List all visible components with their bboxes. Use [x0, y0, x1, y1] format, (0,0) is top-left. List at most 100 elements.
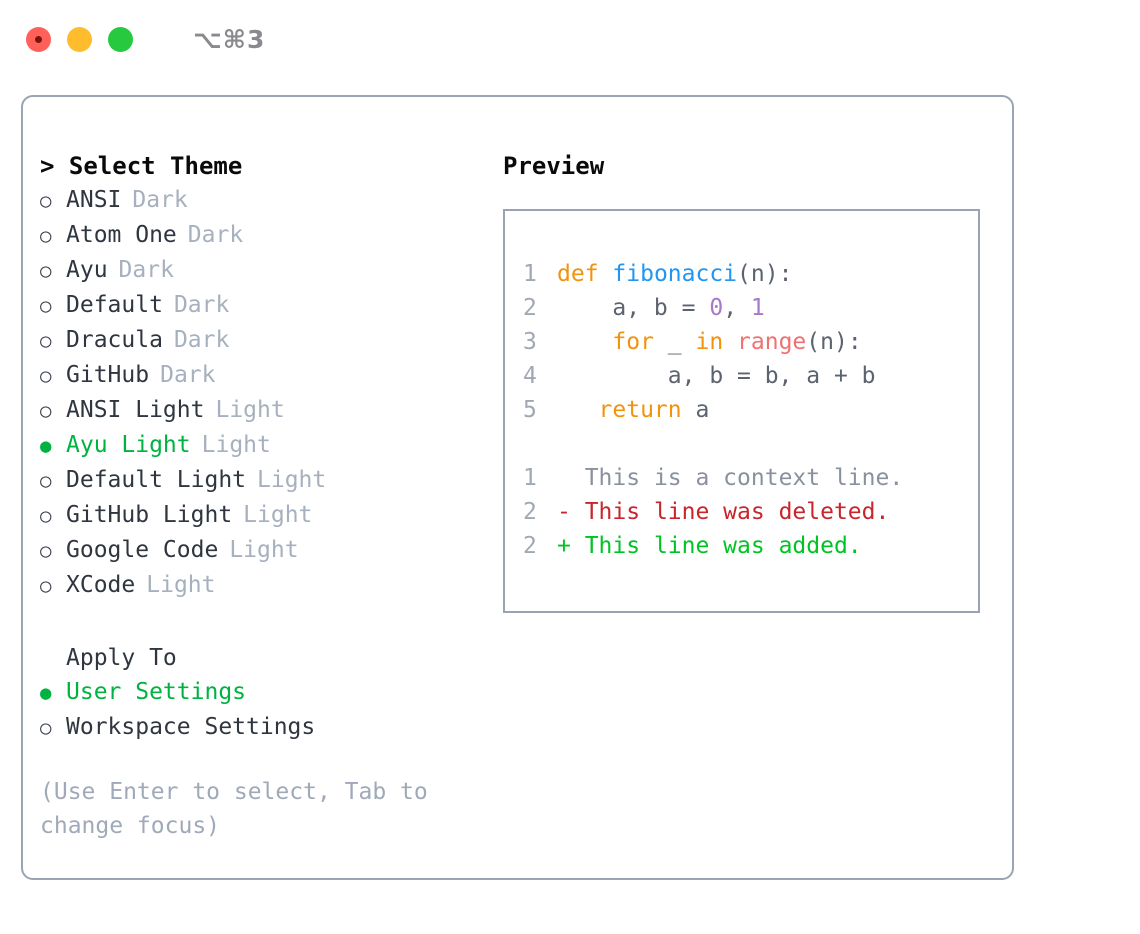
token-kw: for — [612, 329, 654, 355]
diff-marker — [557, 465, 585, 491]
line-number: 4 — [523, 363, 537, 389]
select-theme-header: > Select Theme — [40, 152, 243, 180]
theme-option-category: Light — [215, 397, 285, 423]
diff-line-text: This is a context line. — [557, 461, 904, 495]
code-line-text: def fibonacci(n): — [557, 257, 792, 291]
diff-line-text: + This line was added. — [557, 529, 862, 563]
radio-unselected-icon[interactable]: ○ — [40, 260, 52, 282]
theme-option-category: Light — [229, 537, 299, 563]
radio-unselected-icon[interactable]: ○ — [40, 190, 52, 212]
theme-option-ayu-light[interactable]: ● Ayu Light Light — [40, 428, 485, 463]
code-line-text: a, b = b, a + b — [557, 359, 876, 393]
title-bar: ⌥⌘3 — [0, 0, 1140, 78]
apply-to-list: ● User Settings ○ Workspace Settings — [40, 675, 485, 745]
diff-text: This is a context line. — [584, 465, 904, 491]
line-number: 2 — [523, 533, 537, 559]
radio-unselected-icon[interactable]: ○ — [40, 400, 52, 422]
diff-sample: 1 This is a context line. 2 - This line wa… — [523, 461, 978, 563]
theme-option-category: Light — [146, 572, 216, 598]
token-pl: a, b = b, a + b — [557, 363, 876, 389]
diff-line-del: 2 - This line was deleted. — [523, 495, 978, 529]
radio-selected-icon[interactable]: ● — [40, 435, 52, 457]
line-number: 1 — [523, 261, 537, 287]
theme-option-default-light[interactable]: ○ Default Light Light — [40, 463, 485, 498]
code-line: 3 for _ in range(n): — [523, 325, 978, 359]
theme-option-dracula[interactable]: ○ Dracula Dark — [40, 323, 485, 358]
radio-unselected-icon[interactable]: ○ — [40, 470, 52, 492]
spacer — [40, 603, 485, 641]
minimize-button[interactable] — [67, 26, 92, 52]
apply-to-option-workspace-settings[interactable]: ○ Workspace Settings — [40, 710, 485, 745]
radio-unselected-icon[interactable]: ○ — [40, 575, 52, 597]
theme-option-category: Dark — [173, 292, 230, 318]
token-bi: range — [737, 329, 807, 355]
token-kw: def — [557, 261, 599, 287]
token-pl — [599, 261, 613, 287]
window-shortcut-label: ⌥⌘3 — [193, 24, 266, 54]
token-pl — [557, 397, 599, 423]
theme-option-category: Dark — [118, 257, 174, 283]
radio-unselected-icon[interactable]: ○ — [40, 295, 52, 317]
theme-option-label: ANSI Light — [66, 397, 205, 423]
radio-unselected-icon[interactable]: ○ — [40, 717, 52, 739]
line-number: 1 — [523, 465, 537, 491]
theme-option-ansi-light[interactable]: ○ ANSI Light Light — [40, 393, 485, 428]
code-line: 1 def fibonacci(n): — [523, 257, 978, 291]
radio-unselected-icon[interactable]: ○ — [40, 330, 52, 352]
diff-text: This line was deleted. — [584, 499, 890, 525]
apply-to-option-label: User Settings — [66, 679, 247, 705]
token-num: 0 — [709, 295, 724, 321]
token-pl: _ — [653, 329, 696, 355]
line-number: 3 — [523, 329, 537, 355]
apply-to-header: Apply To — [66, 645, 177, 671]
token-fn: fibonacci — [612, 261, 738, 287]
diff-line-add: 2 + This line was added. — [523, 529, 978, 563]
theme-option-category: Light — [201, 432, 271, 458]
code-line-text: a, b = 0, 1 — [557, 291, 765, 325]
radio-selected-icon[interactable]: ● — [40, 682, 52, 704]
radio-unselected-icon[interactable]: ○ — [40, 540, 52, 562]
theme-option-category: Light — [243, 502, 313, 528]
line-number: 2 — [523, 499, 537, 525]
token-kw: in — [695, 329, 724, 355]
theme-option-label: ANSI — [66, 187, 122, 213]
token-num: 1 — [750, 295, 765, 321]
diff-line-ctx: 1 This is a context line. — [523, 461, 978, 495]
preview-header: Preview — [503, 152, 605, 180]
radio-unselected-icon[interactable]: ○ — [40, 365, 52, 387]
line-number: 2 — [523, 295, 537, 321]
diff-text: This line was added. — [584, 533, 862, 559]
theme-option-label: Dracula — [66, 327, 163, 353]
radio-unselected-icon[interactable]: ○ — [40, 225, 52, 247]
line-number: 5 — [523, 397, 537, 423]
theme-option-category: Light — [257, 467, 327, 493]
theme-option-label: Ayu Light — [66, 432, 191, 458]
code-line: 2 a, b = 0, 1 — [523, 291, 978, 325]
token-pl: a, b = — [557, 295, 710, 321]
code-line-text: for _ in range(n): — [557, 325, 861, 359]
code-spacer — [523, 427, 978, 461]
radio-unselected-icon[interactable]: ○ — [40, 505, 52, 527]
close-button[interactable] — [26, 26, 51, 52]
theme-option-label: Default Light — [66, 467, 247, 493]
token-pl: a — [681, 397, 710, 423]
maximize-button[interactable] — [108, 26, 133, 52]
apply-to-option-user-settings[interactable]: ● User Settings — [40, 675, 485, 710]
theme-option-category: Dark — [173, 327, 230, 353]
apply-to-option-label: Workspace Settings — [66, 714, 316, 740]
token-pl — [557, 329, 612, 355]
token-pl: (n): — [737, 261, 793, 287]
diff-line-text: - This line was deleted. — [557, 495, 889, 529]
